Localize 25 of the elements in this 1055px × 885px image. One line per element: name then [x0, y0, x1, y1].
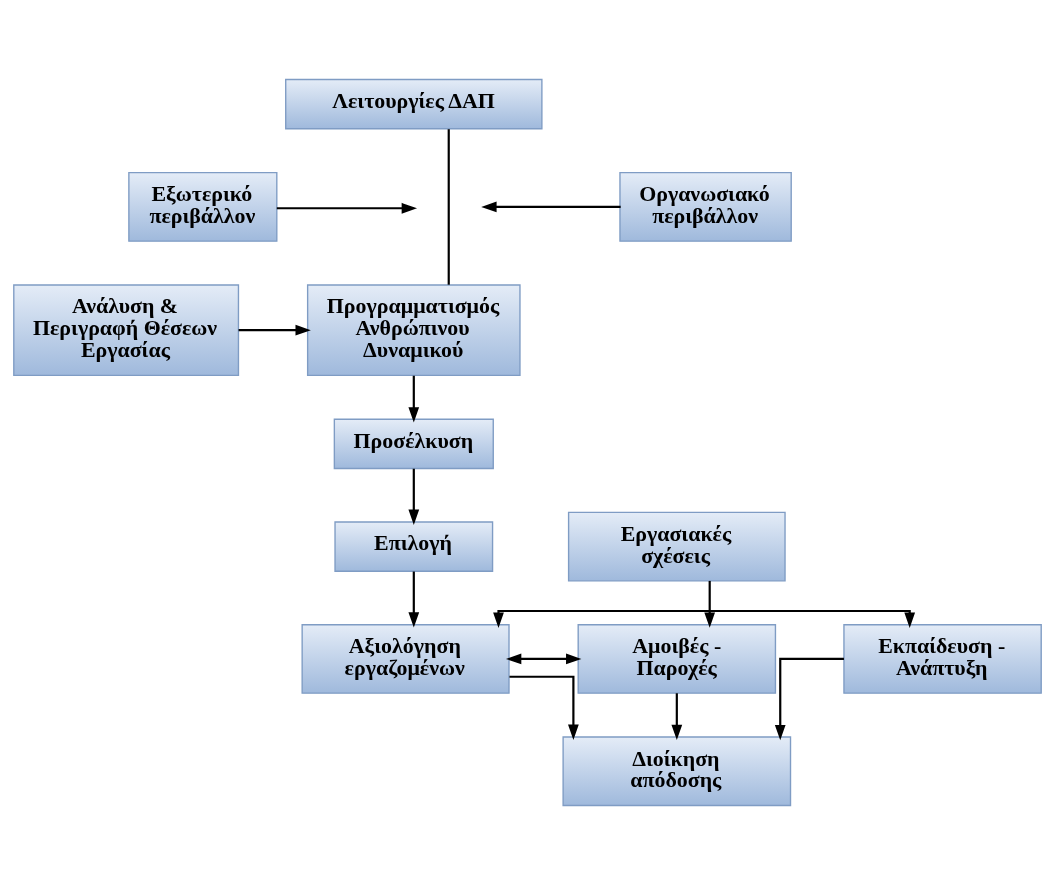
node-box: Οργανωσιακό περιβάλλον — [619, 171, 792, 242]
node-box: Επιλογή — [334, 521, 494, 572]
node-box: Αξιολόγηση εργαζομένων — [301, 624, 510, 694]
node-box: Προγραμματισμός Ανθρώπινου Δυναμικού — [306, 284, 521, 377]
arrow — [408, 571, 420, 628]
node-box: Εκπαίδευση - Ανάπτυξη — [843, 624, 1042, 694]
arrow — [238, 324, 311, 336]
arrow — [408, 468, 420, 525]
arrow — [774, 657, 844, 741]
arrow — [509, 675, 579, 740]
node-box: Λειτουργίες ΔΑΠ — [285, 78, 543, 130]
arrow — [276, 202, 417, 214]
node-box: Διοίκηση απόδοσης — [562, 736, 792, 807]
node-box: Εξωτερικό περιβάλλον — [128, 171, 278, 242]
arrow — [481, 201, 621, 213]
node-box: Αμοιβές - Παροχές — [577, 624, 777, 694]
arrow — [671, 693, 683, 741]
node-box: Εργασιακές σχέσεις — [567, 511, 786, 582]
connector — [447, 129, 450, 285]
node-box: Προσέλκυση — [333, 418, 494, 470]
arrow — [408, 375, 420, 423]
arrow — [505, 653, 582, 665]
node-box: Ανάλυση & Περιγραφή Θέσεων Εργασίας — [13, 284, 240, 377]
arrow — [493, 609, 916, 628]
arrow — [704, 580, 716, 628]
